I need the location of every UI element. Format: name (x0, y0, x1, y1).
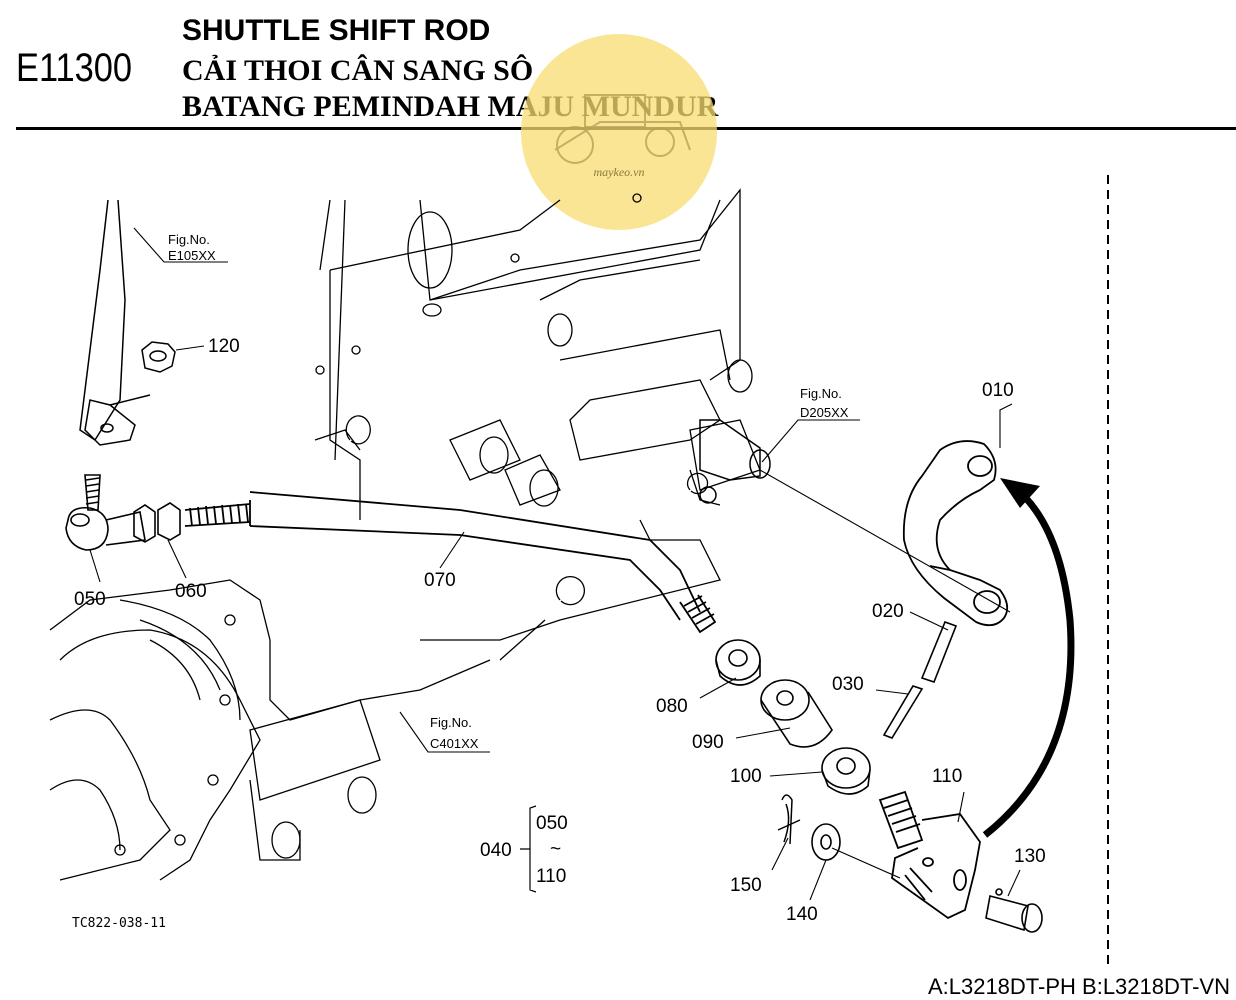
part-spacer-090 (760, 679, 833, 748)
assembly-range-start: 050 (536, 813, 568, 834)
assembly-range-sep: ~ (550, 839, 561, 860)
callout-060: 060 (175, 581, 207, 602)
callout-090: 090 (692, 732, 724, 753)
fig-label: Fig.No. (168, 232, 210, 247)
assembly-callout-040: 040 050 ~ 110 (480, 805, 568, 893)
callout-140: 140 (786, 904, 818, 925)
part-nut-120 (141, 341, 176, 373)
part-pin-130 (985, 888, 1043, 933)
callout-150: 150 (730, 875, 762, 896)
callout-130: 130 (1014, 846, 1046, 867)
part-rod-070 (184, 491, 717, 634)
callout-110: 110 (932, 766, 962, 787)
motion-arrowhead (1000, 478, 1040, 508)
drawing-reference: TC822-038-11 (72, 916, 166, 931)
fig-ref-e105: Fig.No. E105XX (168, 232, 216, 263)
part-clip-150 (777, 794, 801, 845)
assembly-range-end: 110 (536, 866, 566, 887)
fig-ref-d205: Fig.No. D205XX (800, 386, 849, 420)
assembly-code: 040 (480, 840, 512, 861)
leader-lines (89, 227, 1021, 901)
motion-arrow (982, 481, 1075, 838)
fig-ref-c401: Fig.No. C401XX (430, 715, 479, 751)
part-nut-060 (133, 502, 181, 543)
part-washer-140 (811, 823, 841, 861)
fig-label: Fig.No. (800, 386, 842, 401)
transmission-housing (49, 188, 761, 881)
linkage-arm (79, 199, 151, 446)
title-english: SHUTTLE SHIFT ROD (182, 14, 491, 47)
part-arm-010 (902, 440, 1009, 627)
part-spacer-080 (715, 639, 761, 686)
callout-080: 080 (656, 696, 688, 717)
title-vietnamese: CẢI THOI CÂN SANG SÔ (182, 54, 534, 87)
callout-030: 030 (832, 674, 864, 695)
part-nut-100 (821, 747, 871, 795)
callout-120: 120 (208, 336, 240, 357)
fig-code: C401XX (430, 736, 479, 751)
section-code: E11300 (16, 46, 133, 90)
callout-010: 010 (982, 380, 1014, 401)
fig-code: E105XX (168, 248, 216, 263)
watermark-logo: maykeo.vn (521, 34, 717, 230)
callout-050: 050 (74, 589, 106, 610)
callout-020: 020 (872, 601, 904, 622)
part-pin-030 (882, 685, 924, 739)
part-ball-joint-050 (65, 474, 146, 551)
part-lever-110 (878, 790, 981, 920)
model-footer: A:L3218DT-PH B:L3218DT-VN (927, 974, 1230, 999)
callout-070: 070 (424, 570, 456, 591)
fig-code: D205XX (800, 405, 849, 420)
fig-label: Fig.No. (430, 715, 472, 730)
part-pin-020 (920, 620, 958, 683)
shaft-stub (699, 419, 771, 504)
callout-100: 100 (730, 766, 762, 787)
watermark-text: maykeo.vn (594, 165, 645, 179)
